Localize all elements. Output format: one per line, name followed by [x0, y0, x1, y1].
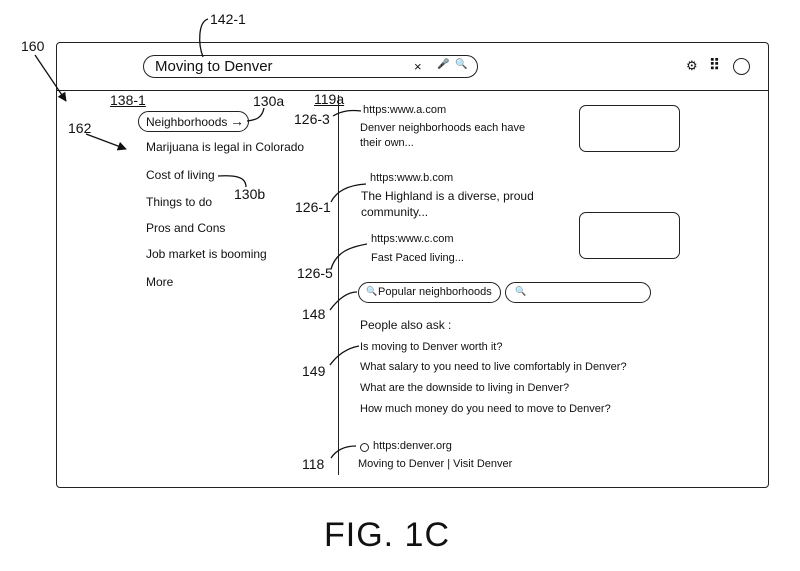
- leader-118: [331, 446, 356, 458]
- leader-142-1: [200, 19, 208, 57]
- arrow-162: [86, 134, 126, 149]
- leader-149: [330, 346, 359, 365]
- leader-130b: [218, 176, 246, 187]
- leader-126-5: [331, 244, 367, 269]
- leader-126-1: [331, 184, 366, 202]
- leader-148: [330, 292, 357, 310]
- leader-130a: [247, 108, 264, 121]
- arrow-160: [35, 55, 66, 101]
- leader-126-3: [333, 111, 361, 116]
